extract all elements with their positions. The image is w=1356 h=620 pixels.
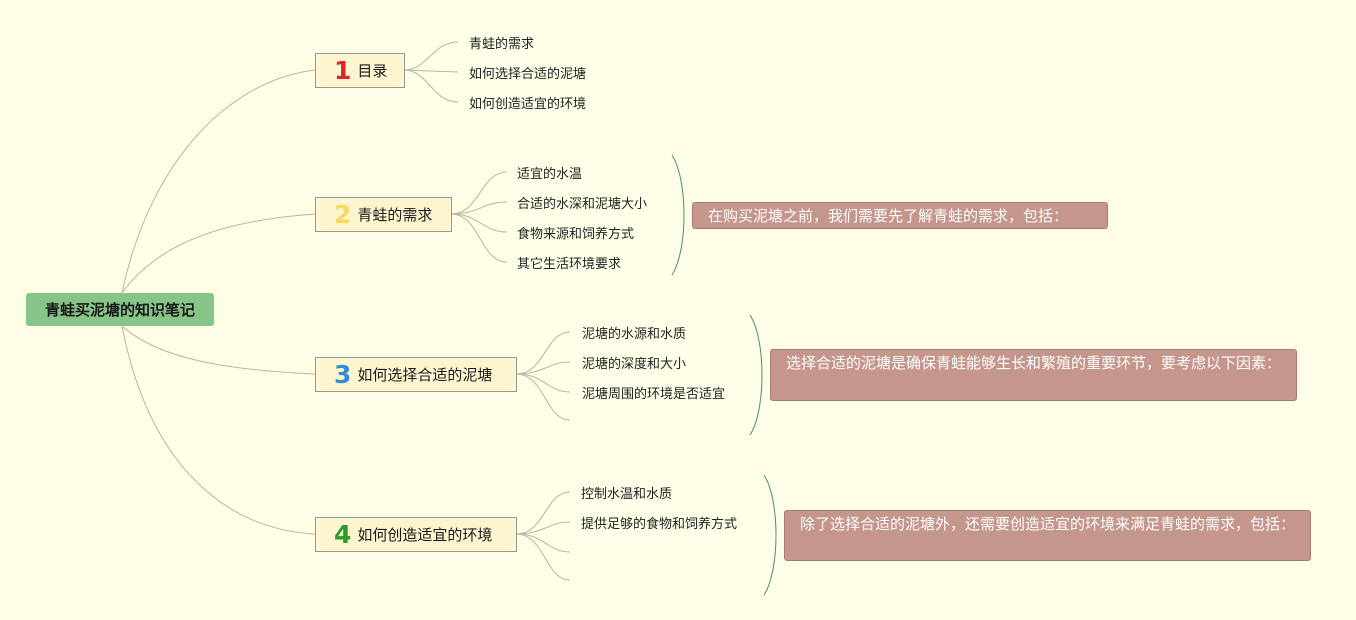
note-callout-4-text: 除了选择合适的泥塘外，还需要创造适宜的环境来满足青蛙的需求，包括： [800, 515, 1296, 533]
subtopic-3-3[interactable]: 泥塘周围的环境是否适宜 [582, 387, 726, 402]
link-b3-c3 [515, 373, 571, 393]
link-b1-c1 [403, 41, 459, 71]
link-b1-c2 [403, 69, 459, 73]
branch-topic-3-label: 如何选择合适的泥塘 [357, 366, 493, 384]
branch-topic-1-label: 目录 [357, 62, 388, 80]
link-root-branch-3 [121, 325, 316, 375]
subtopic-3-2[interactable]: 泥塘的深度和大小 [582, 357, 687, 372]
number-4-icon: 4 [334, 520, 352, 549]
link-root-branch-4 [121, 325, 316, 535]
root-topic[interactable]: 青蛙买泥塘的知识笔记 [26, 293, 214, 326]
link-b2-c1 [450, 171, 508, 215]
link-b4-c4 [515, 533, 571, 581]
link-b3-c2 [515, 361, 571, 375]
subtopic-2-3[interactable]: 食物来源和饲养方式 [517, 227, 635, 242]
subtopic-2-1[interactable]: 适宜的水温 [517, 167, 583, 182]
subtopic-2-2[interactable]: 合适的水深和泥塘大小 [517, 197, 648, 212]
branch-topic-2[interactable]: 2 青蛙的需求 [315, 197, 452, 232]
link-b1-c3 [403, 69, 459, 103]
number-2-icon: 2 [334, 200, 352, 229]
subtopic-1-2[interactable]: 如何选择合适的泥塘 [469, 67, 587, 82]
link-b2-c4 [450, 213, 508, 263]
subtopic-1-3[interactable]: 如何创造适宜的环境 [469, 97, 587, 112]
subtopic-4-2[interactable]: 提供足够的食物和饲养方式 [581, 517, 738, 532]
brace-b2 [671, 154, 685, 276]
branch-topic-3[interactable]: 3 如何选择合适的泥塘 [315, 357, 517, 392]
brace-b3 [749, 314, 763, 436]
number-1-icon: 1 [334, 56, 352, 85]
link-b4-c2 [515, 521, 571, 535]
link-b2-c2 [450, 201, 508, 215]
brace-b4 [763, 474, 777, 596]
subtopic-4-1[interactable]: 控制水温和水质 [581, 487, 673, 502]
link-root-branch-2 [121, 213, 316, 294]
link-b2-c3 [450, 213, 508, 233]
number-3-icon: 3 [334, 360, 352, 389]
link-b4-c1 [515, 491, 571, 535]
note-callout-3[interactable]: 选择合适的泥塘是确保青蛙能够生长和繁殖的重要环节，要考虑以下因素： [770, 349, 1297, 401]
branch-topic-1[interactable]: 1 目录 [315, 53, 405, 88]
root-topic-label: 青蛙买泥塘的知识笔记 [44, 301, 195, 319]
link-b3-c4 [515, 373, 571, 421]
note-callout-2-text: 在购买泥塘之前，我们需要先了解青蛙的需求，包括： [708, 207, 1069, 225]
branch-topic-4-label: 如何创造适宜的环境 [357, 526, 493, 544]
branch-topic-2-label: 青蛙的需求 [357, 206, 433, 224]
note-callout-4[interactable]: 除了选择合适的泥塘外，还需要创造适宜的环境来满足青蛙的需求，包括： [784, 510, 1311, 561]
link-b3-c1 [515, 331, 571, 375]
branch-topic-4[interactable]: 4 如何创造适宜的环境 [315, 517, 517, 552]
link-b4-c3 [515, 533, 571, 553]
subtopic-2-4[interactable]: 其它生活环境要求 [517, 257, 622, 272]
subtopic-1-1[interactable]: 青蛙的需求 [469, 37, 535, 52]
note-callout-3-text: 选择合适的泥塘是确保青蛙能够生长和繁殖的重要环节，要考虑以下因素： [786, 354, 1282, 372]
note-callout-2[interactable]: 在购买泥塘之前，我们需要先了解青蛙的需求，包括： [692, 202, 1108, 229]
subtopic-3-1[interactable]: 泥塘的水源和水质 [582, 327, 687, 342]
link-root-branch-1 [121, 69, 316, 294]
